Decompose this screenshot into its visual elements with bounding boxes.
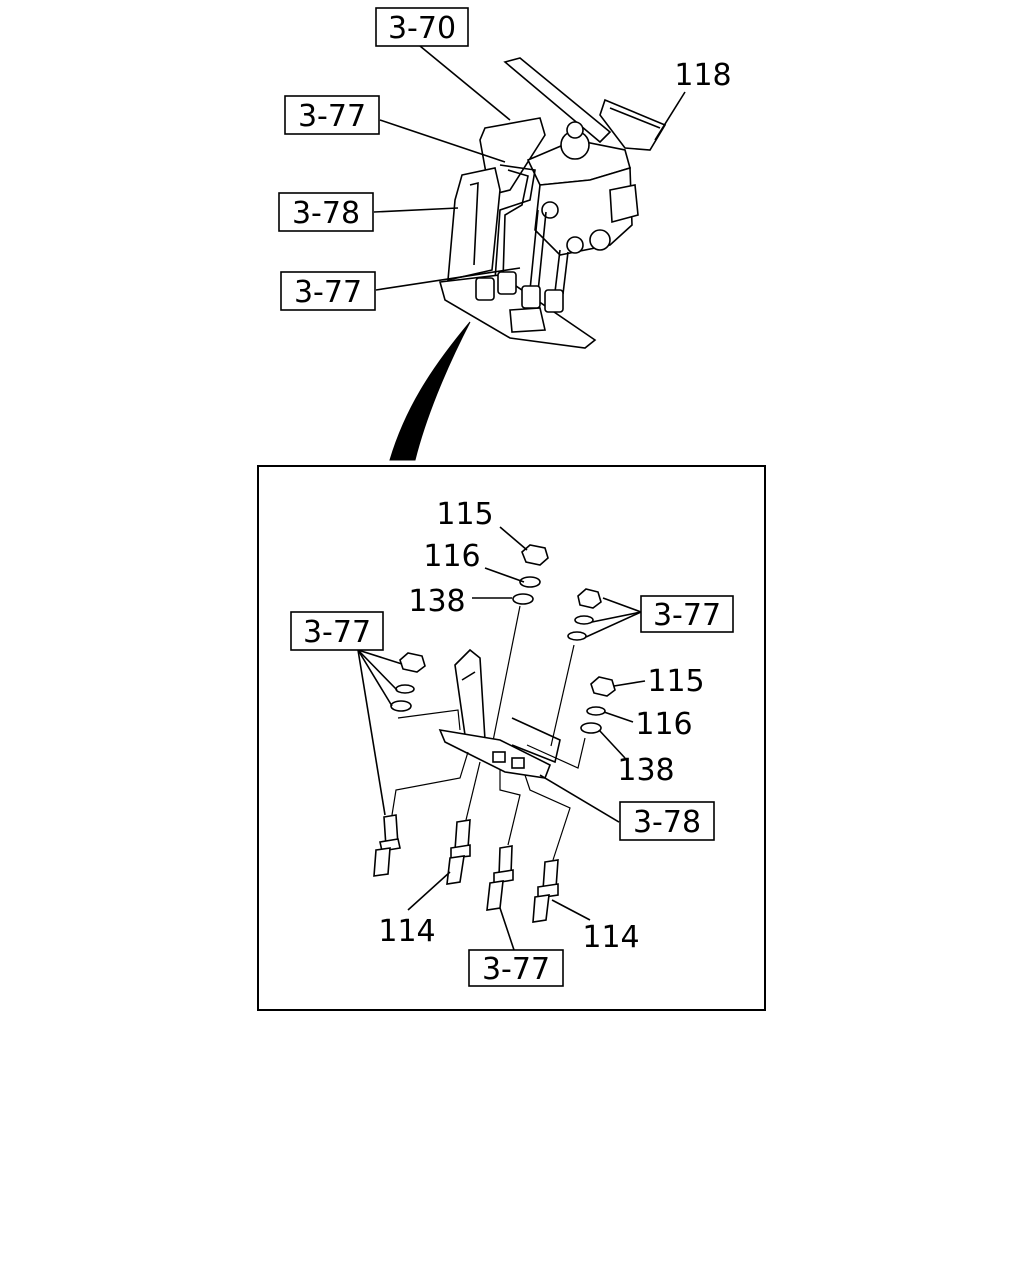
- ref-box-3-77-b: [280, 271, 376, 311]
- ref-3-78-top[interactable]: 3-78: [292, 196, 360, 231]
- ref-box-3-77-bottom: [468, 949, 564, 987]
- ref-3-77-bottom[interactable]: 3-77: [482, 952, 550, 987]
- stud-mid-right: [486, 770, 521, 911]
- ref-box-3-78-bottom: [619, 801, 715, 841]
- ref-3-77-left[interactable]: 3-77: [303, 615, 371, 650]
- detail-frame: [257, 465, 766, 1011]
- ref-3-77-right[interactable]: 3-77: [653, 598, 721, 633]
- stud-right: [524, 774, 571, 923]
- ref-box-3-70: [375, 7, 469, 47]
- ref-3-70[interactable]: 3-70: [388, 11, 456, 46]
- ref-box-3-77-a: [284, 95, 380, 135]
- lock-washer-116-top: [519, 576, 541, 588]
- part-116-top-label[interactable]: 116: [423, 539, 480, 574]
- part-138-right-label[interactable]: 138: [617, 753, 674, 788]
- detail-leader-lines: [357, 526, 646, 951]
- ref-3-77-top-b[interactable]: 3-77: [294, 275, 362, 310]
- part-138-top-label[interactable]: 138: [408, 584, 465, 619]
- ref-box-3-78-top: [278, 192, 374, 232]
- part-115-right-label[interactable]: 115: [647, 664, 704, 699]
- top-assembly-illustration: [438, 57, 667, 349]
- part-114-right-label[interactable]: 114: [582, 920, 639, 955]
- stud-mid-left: [446, 761, 481, 885]
- part-114-left-label[interactable]: 114: [378, 914, 435, 949]
- detail-pointer-arrow: [389, 321, 471, 461]
- part-115-top-label[interactable]: 115: [436, 497, 493, 532]
- ref-box-3-77-right: [640, 595, 734, 633]
- stud-left: [373, 751, 469, 877]
- washer-138-top: [512, 593, 534, 605]
- top-leader-lines: [373, 45, 686, 291]
- ref-3-78-bottom[interactable]: 3-78: [633, 805, 701, 840]
- ref-3-77-top-a[interactable]: 3-77: [298, 99, 366, 134]
- part-118-label[interactable]: 118: [674, 58, 731, 93]
- part-116-right-label[interactable]: 116: [635, 707, 692, 742]
- nut-115-top: [521, 544, 549, 566]
- ref-box-3-77-left: [290, 611, 384, 651]
